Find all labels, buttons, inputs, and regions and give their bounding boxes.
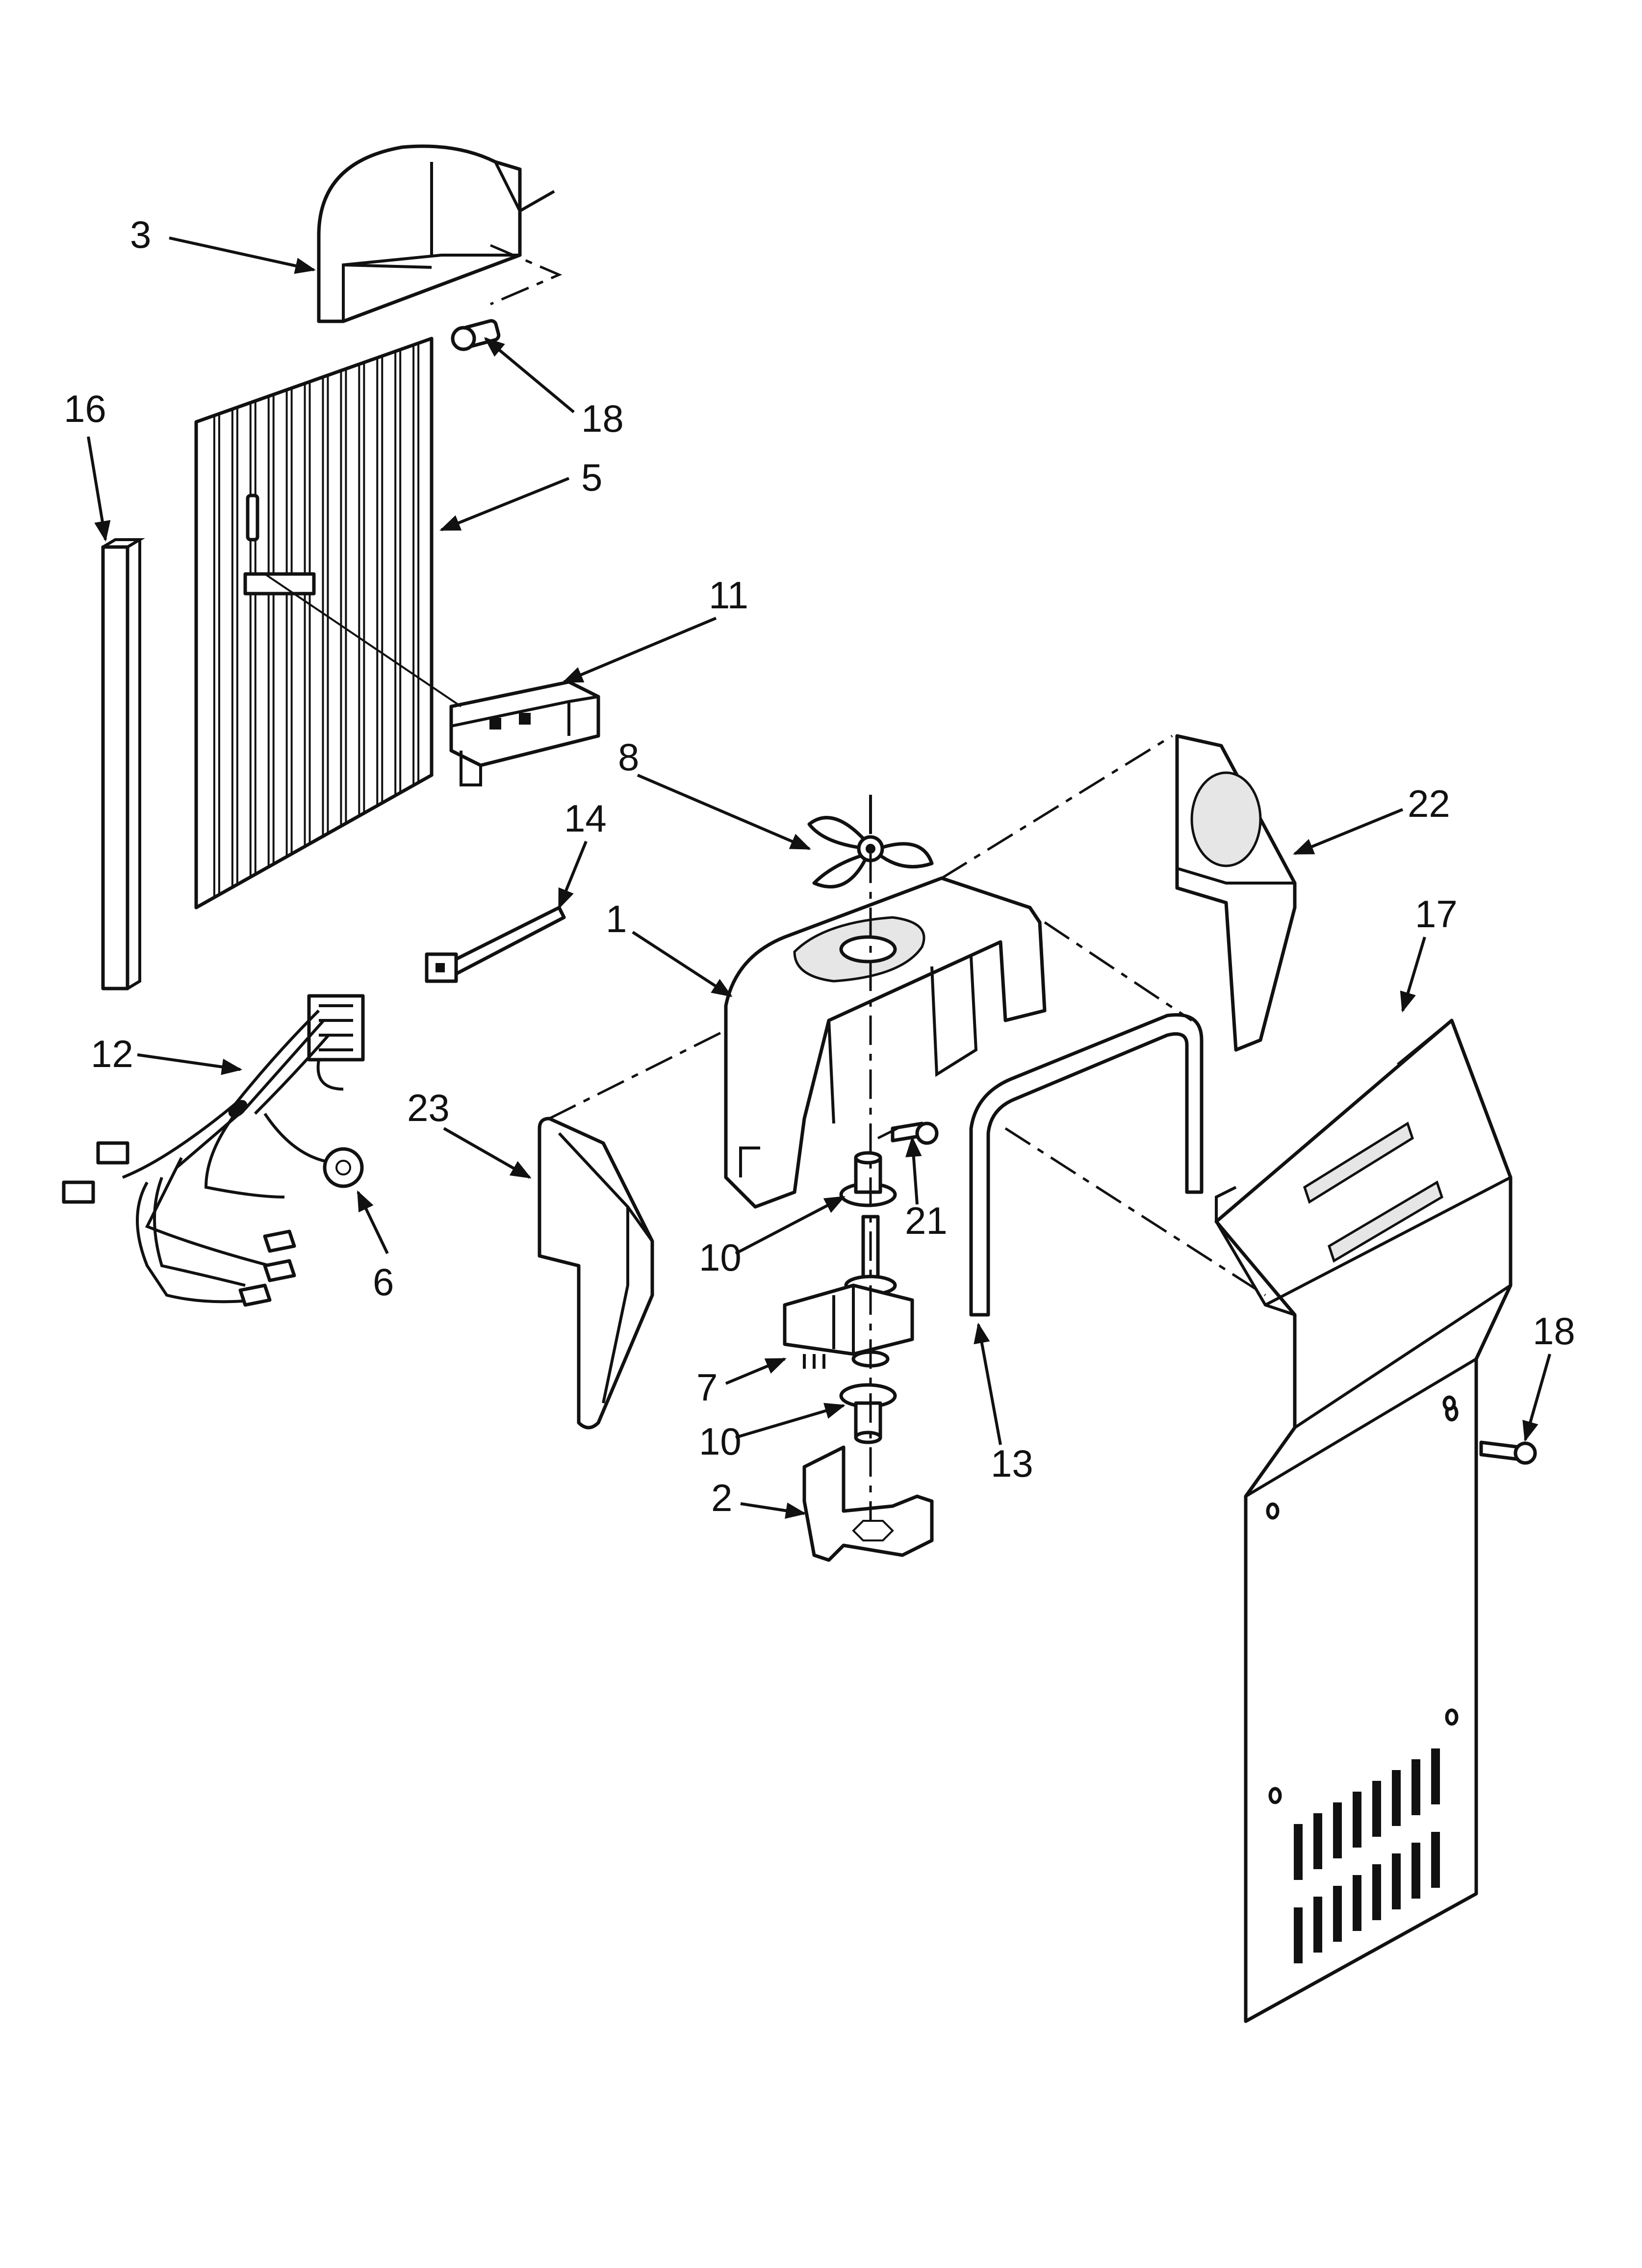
vent-slot: [1411, 1759, 1420, 1815]
leader-arrow: [137, 1053, 243, 1075]
callout-10: 10: [699, 1420, 742, 1463]
vent-slot: [1333, 1886, 1342, 1942]
leader-arrow: [1522, 1354, 1551, 1442]
part-8-fan-blade: [807, 795, 934, 888]
part-14-cable-tie: [425, 906, 566, 983]
leader-arrow: [562, 617, 717, 683]
callout-6: 6: [373, 1260, 394, 1303]
part-3-duct-cover: [317, 144, 563, 323]
leader-arrow: [974, 1322, 1002, 1445]
vent-slot: [1353, 1792, 1361, 1848]
part-22-side-plate: [1175, 734, 1297, 1052]
callout-5: 5: [581, 456, 602, 499]
leader-arrows: [87, 236, 1551, 1519]
part-7-fan-motor: [783, 1215, 914, 1369]
leader-arrow: [637, 774, 811, 850]
callout-7: 7: [696, 1366, 718, 1409]
leader-arrow: [1293, 808, 1404, 855]
vent-slot: [1411, 1843, 1420, 1899]
vent-slot: [1431, 1748, 1440, 1804]
leader-arrow: [1400, 937, 1426, 1013]
callout-18: 18: [581, 397, 624, 440]
part-16-strip: [101, 538, 145, 991]
callout-13: 13: [991, 1442, 1033, 1485]
leader-arrow: [169, 236, 316, 274]
part-23-side-block: [538, 1117, 654, 1430]
callout-21: 21: [905, 1199, 948, 1242]
callout-23: 23: [407, 1086, 450, 1129]
callout-8: 8: [618, 735, 639, 779]
leader-arrow: [443, 1127, 532, 1179]
part-11-bracket: [264, 573, 600, 786]
vent-slot: [1313, 1813, 1322, 1869]
leader-arrow: [735, 1196, 846, 1255]
callout-10: 10: [699, 1236, 742, 1279]
callout-labels: 3 18 16 5 11 8 14 22 1 17 12 23 21 10 6 …: [64, 213, 1575, 1519]
part-13-u-seal: [969, 1013, 1204, 1317]
leader-arrow: [484, 337, 575, 414]
callout-1: 1: [606, 897, 627, 940]
callout-16: 16: [64, 387, 106, 430]
leader-arrow: [905, 1136, 922, 1205]
part-5-evaporator-grid: [194, 337, 434, 910]
vent-slot: [1333, 1802, 1342, 1858]
vent-slot: [1431, 1832, 1440, 1888]
callout-14: 14: [564, 797, 607, 840]
vent-slot: [1392, 1770, 1401, 1826]
leader-arrow: [725, 1357, 787, 1385]
leader-arrow: [357, 1190, 389, 1254]
callout-11: 11: [709, 574, 748, 617]
vent-slot: [1294, 1824, 1303, 1880]
callout-17: 17: [1415, 892, 1458, 936]
part-17-front-panel: [1214, 1018, 1513, 2023]
vent-slot: [1313, 1897, 1322, 1953]
part-10-bushing-top: [839, 1151, 897, 1207]
leader-arrow: [632, 931, 733, 997]
leader-arrow: [740, 1502, 807, 1519]
leader-arrow: [87, 436, 111, 542]
part-21-screw: [891, 1121, 939, 1145]
part-12-wire-harness: [62, 994, 365, 1307]
leader-arrow: [735, 1403, 846, 1439]
part-18-screw-right: [1442, 1395, 1537, 1465]
vent-slot: [1372, 1864, 1381, 1920]
callout-18: 18: [1533, 1309, 1575, 1353]
callout-22: 22: [1408, 782, 1450, 825]
vent-slot: [1294, 1907, 1303, 1963]
vent-slot: [1353, 1875, 1361, 1931]
vent-slot: [1392, 1853, 1401, 1909]
leader-arrow: [558, 840, 588, 910]
alignment-lines: [548, 734, 1266, 1521]
part-18-screw-top: [451, 319, 501, 351]
part-10-bushing-bottom: [839, 1383, 897, 1444]
part-2-motor-bracket: [802, 1445, 934, 1562]
part-1-fan-housing: [724, 876, 1047, 1209]
callout-12: 12: [91, 1032, 133, 1075]
callout-2: 2: [711, 1476, 732, 1519]
vent-slot: [1372, 1781, 1381, 1837]
leader-arrow: [439, 477, 570, 531]
callout-3: 3: [130, 213, 151, 256]
